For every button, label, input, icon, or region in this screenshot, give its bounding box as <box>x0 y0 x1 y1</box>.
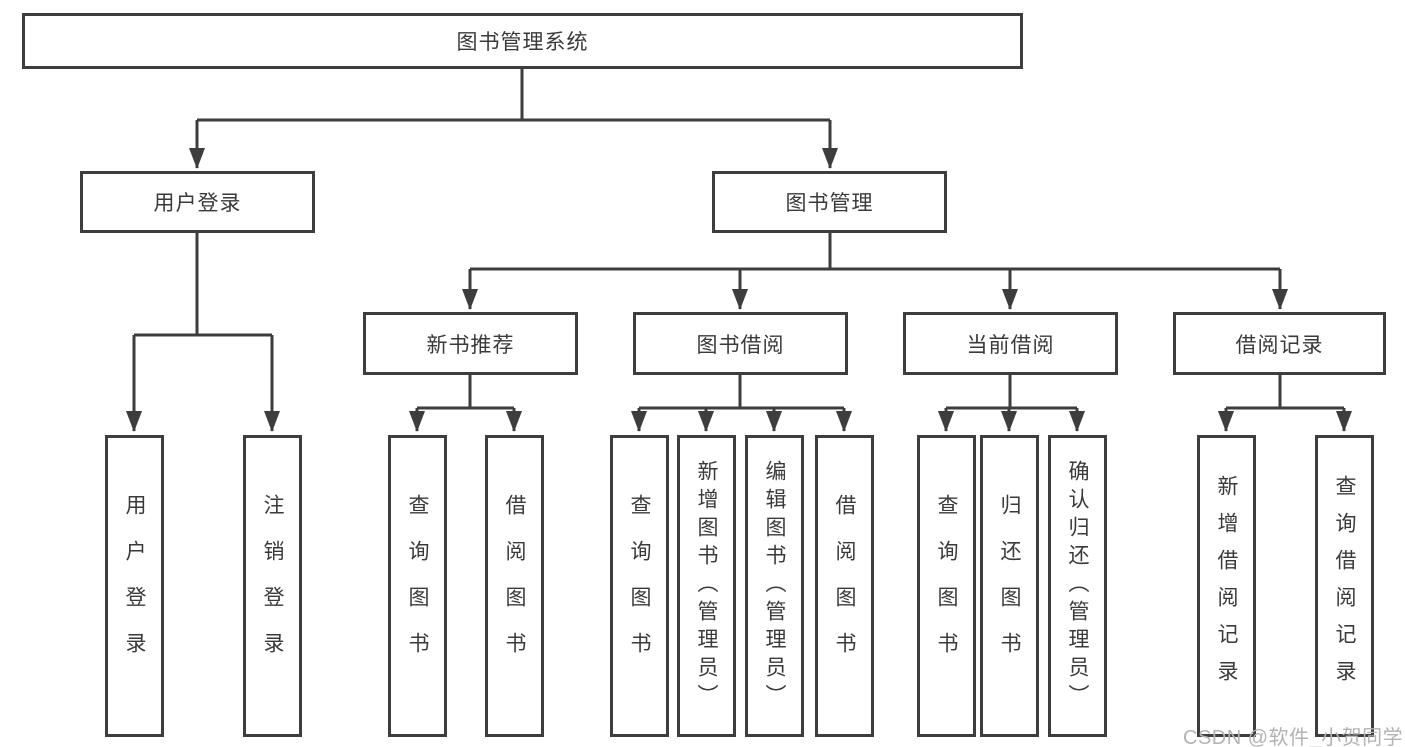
watermark: CSDN @软件_小贺同学 <box>1183 727 1404 747</box>
leaf-borrow-books-label: 借阅图书 <box>833 494 856 678</box>
leaf-edit-books-admin-label: 编辑图书（管理员） <box>763 460 786 712</box>
node-book-management: 图书管理 <box>712 171 947 233</box>
leaf-add-books-admin-label: 新增图书（管理员） <box>695 460 718 712</box>
leaf-logout: 注销登录 <box>243 435 302 737</box>
leaf-user-login: 用户登录 <box>105 435 164 737</box>
leaf-query-books-borrow: 查询图书 <box>610 435 669 737</box>
leaf-borrow-books-recommend-label: 借阅图书 <box>503 494 526 678</box>
leaf-query-books-current: 查询图书 <box>917 435 976 737</box>
leaf-confirm-return-admin: 确认归还（管理员） <box>1048 435 1107 737</box>
leaf-borrow-books: 借阅图书 <box>815 435 874 737</box>
leaf-query-books-recommend-label: 查询图书 <box>406 494 429 678</box>
leaf-edit-books-admin: 编辑图书（管理员） <box>745 435 804 737</box>
node-borrow-records: 借阅记录 <box>1173 312 1386 375</box>
leaf-logout-label: 注销登录 <box>261 494 284 678</box>
node-book-borrow: 图书借阅 <box>633 312 848 375</box>
node-new-book-recommend: 新书推荐 <box>363 312 578 375</box>
leaf-borrow-books-recommend: 借阅图书 <box>485 435 544 737</box>
leaf-add-borrow-record: 新增借阅记录 <box>1197 435 1256 737</box>
leaf-query-books-recommend: 查询图书 <box>388 435 447 737</box>
node-current-borrow: 当前借阅 <box>903 312 1118 375</box>
node-user-login: 用户登录 <box>80 171 315 233</box>
leaf-query-books-current-label: 查询图书 <box>935 494 958 678</box>
leaf-query-books-borrow-label: 查询图书 <box>628 494 651 678</box>
leaf-return-books: 归还图书 <box>980 435 1039 737</box>
leaf-confirm-return-admin-label: 确认归还（管理员） <box>1066 460 1089 712</box>
node-library-system: 图书管理系统 <box>22 13 1023 69</box>
leaf-user-login-label: 用户登录 <box>123 494 146 678</box>
leaf-add-borrow-record-label: 新增借阅记录 <box>1215 475 1238 697</box>
leaf-add-books-admin: 新增图书（管理员） <box>677 435 736 737</box>
leaf-query-borrow-record-label: 查询借阅记录 <box>1333 475 1356 697</box>
leaf-return-books-label: 归还图书 <box>998 494 1021 678</box>
leaf-query-borrow-record: 查询借阅记录 <box>1315 435 1374 737</box>
